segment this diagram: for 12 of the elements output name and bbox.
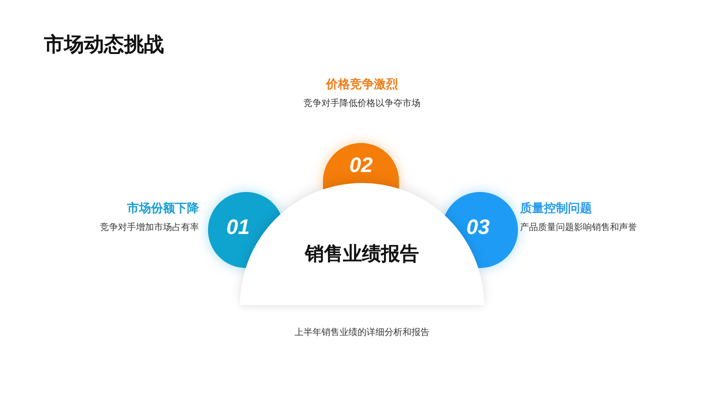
challenge-description: 竞争对手降低价格以争夺市场	[304, 97, 420, 109]
challenge-description: 竞争对手增加市场占有率	[100, 221, 199, 233]
step-number: 03	[466, 216, 490, 240]
report-caption: 上半年销售业绩的详细分析和报告	[294, 326, 430, 338]
step-number: 01	[226, 216, 250, 240]
challenge-description: 产品质量问题影响销售和声誉	[520, 221, 637, 233]
report-title: 销售业绩报告	[305, 243, 419, 267]
challenge-heading: 市场份额下降	[127, 200, 199, 216]
step-number: 02	[349, 154, 373, 178]
page-title: 市场动态挑战	[44, 32, 164, 58]
challenge-heading: 质量控制问题	[520, 200, 592, 216]
challenge-heading: 价格竞争激烈	[326, 76, 398, 92]
